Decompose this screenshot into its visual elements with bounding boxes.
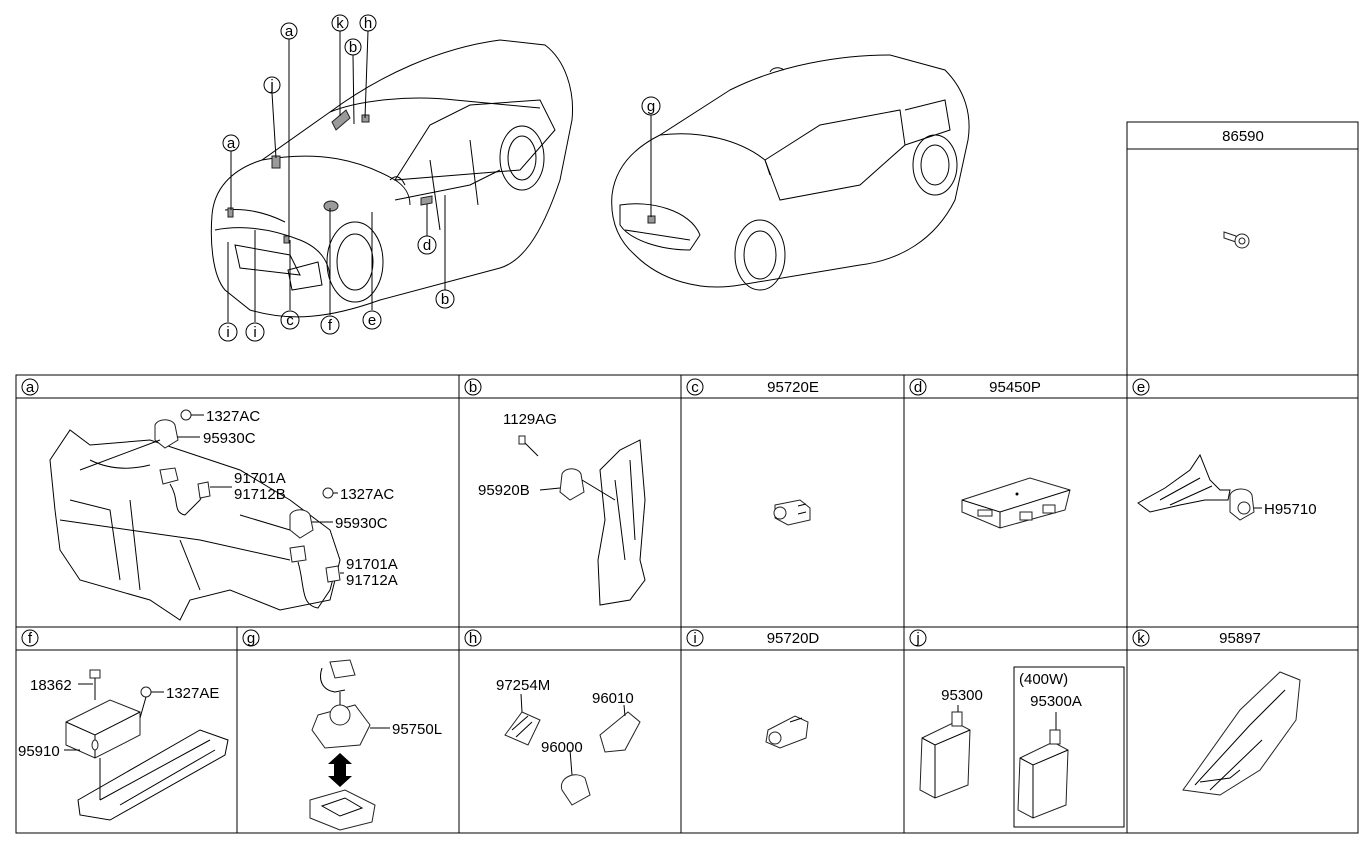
callout-e: e bbox=[362, 310, 382, 330]
svg-text:a: a bbox=[285, 23, 294, 40]
cell-f-header: f bbox=[21, 629, 39, 647]
label-95300: 95300 bbox=[941, 687, 983, 704]
svg-text:k: k bbox=[336, 15, 344, 32]
svg-text:g: g bbox=[647, 98, 655, 115]
part-number-86590: 86590 bbox=[1222, 128, 1264, 145]
svg-text:i: i bbox=[693, 630, 696, 647]
cell-f-content: 18362 1327AE 95910 bbox=[18, 669, 229, 821]
svg-text:i: i bbox=[226, 324, 229, 341]
label-95920B: 95920B bbox=[478, 482, 530, 499]
label-95930C-1: 95930C bbox=[203, 430, 256, 447]
svg-text:j: j bbox=[269, 77, 273, 94]
cell-g-content: 95750L bbox=[309, 659, 442, 831]
svg-text:f: f bbox=[328, 317, 333, 334]
svg-text:e: e bbox=[368, 312, 376, 329]
label-95300A: 95300A bbox=[1030, 693, 1082, 710]
svg-text:b: b bbox=[441, 291, 449, 308]
cell-i-content bbox=[765, 715, 809, 749]
svg-text:c: c bbox=[691, 379, 699, 396]
callout-b-top: b bbox=[344, 38, 362, 56]
label-1129AG: 1129AG bbox=[503, 411, 557, 428]
label-H95710: H95710 bbox=[1264, 501, 1317, 518]
callout-j: j bbox=[263, 76, 281, 94]
cell-j-header: j bbox=[909, 629, 927, 647]
cell-e-content: H95710 bbox=[1137, 453, 1317, 521]
rear-car-illustration bbox=[611, 54, 970, 291]
svg-text:a: a bbox=[26, 379, 35, 396]
svg-text:k: k bbox=[1137, 630, 1145, 647]
svg-text:g: g bbox=[247, 630, 255, 647]
front-car-illustration bbox=[210, 39, 574, 318]
cell-b-header: b bbox=[464, 378, 482, 396]
label-91701A-2: 91701A bbox=[346, 556, 398, 573]
cell-g-header: g bbox=[242, 629, 260, 647]
svg-text:e: e bbox=[1137, 379, 1145, 396]
label-96010: 96010 bbox=[592, 690, 634, 707]
callout-i-2: i bbox=[245, 322, 265, 342]
part-number-95720D: 95720D bbox=[767, 630, 820, 647]
part-number-95450P: 95450P bbox=[989, 379, 1041, 396]
label-95930C-2: 95930C bbox=[335, 515, 388, 532]
callout-h: h bbox=[359, 14, 377, 32]
cell-a-header: a bbox=[21, 378, 39, 396]
cell-c-content bbox=[773, 499, 811, 526]
cell-d-content bbox=[961, 477, 1071, 529]
callout-f: f bbox=[320, 315, 340, 335]
cell-e-header: e bbox=[1132, 378, 1150, 396]
svg-text:a: a bbox=[227, 135, 236, 152]
cell-b-content: 1129AG 95920B bbox=[478, 411, 646, 606]
label-97254M: 97254M bbox=[496, 677, 550, 694]
label-400W: (400W) bbox=[1019, 671, 1068, 688]
svg-text:h: h bbox=[364, 15, 372, 32]
cell-h-header: h bbox=[464, 629, 482, 647]
callout-i-1: i bbox=[218, 322, 238, 342]
label-91712A: 91712A bbox=[346, 572, 398, 589]
box-86590: 86590 bbox=[1126, 121, 1359, 376]
svg-text:b: b bbox=[349, 39, 357, 56]
svg-text:d: d bbox=[914, 379, 922, 396]
callout-a-top: a bbox=[280, 22, 298, 40]
svg-text:f: f bbox=[28, 630, 33, 647]
label-18362: 18362 bbox=[30, 677, 72, 694]
callout-b-bottom: b bbox=[435, 289, 455, 309]
parts-grid bbox=[15, 374, 1359, 834]
callout-c: c bbox=[280, 310, 300, 330]
label-1327AC-1: 1327AC bbox=[206, 408, 260, 425]
cell-j-content: 95300 (400W) 95300A bbox=[919, 666, 1125, 828]
cell-c-header: c 95720E bbox=[686, 378, 819, 396]
label-1327AE: 1327AE bbox=[166, 685, 219, 702]
cell-i-header: i 95720D bbox=[686, 629, 820, 647]
label-91701A-1: 91701A bbox=[234, 470, 286, 487]
part-number-95720E: 95720E bbox=[767, 379, 819, 396]
cell-h-content: 97254M 96010 96000 bbox=[496, 677, 641, 806]
svg-text:c: c bbox=[286, 312, 294, 329]
label-91712B: 91712B bbox=[234, 486, 286, 503]
svg-text:h: h bbox=[469, 630, 477, 647]
svg-text:i: i bbox=[253, 324, 256, 341]
callout-d: d bbox=[417, 235, 437, 255]
callout-a-left: a bbox=[222, 134, 240, 152]
svg-text:d: d bbox=[423, 237, 431, 254]
cell-k-content bbox=[1182, 671, 1301, 796]
callout-g: g bbox=[641, 96, 661, 116]
cell-d-header: d 95450P bbox=[909, 378, 1041, 396]
label-95750L: 95750L bbox=[392, 721, 442, 738]
svg-text:j: j bbox=[915, 630, 919, 647]
label-1327AC-2: 1327AC bbox=[340, 486, 394, 503]
part-number-95897: 95897 bbox=[1219, 630, 1261, 647]
callout-k: k bbox=[331, 14, 349, 32]
cell-k-header: k 95897 bbox=[1132, 629, 1261, 647]
label-96000: 96000 bbox=[541, 739, 583, 756]
svg-text:b: b bbox=[469, 379, 477, 396]
label-95910: 95910 bbox=[18, 743, 60, 760]
cell-a-content: 1327AC 95930C 91701A 91712B 1327AC 95930… bbox=[49, 408, 398, 621]
